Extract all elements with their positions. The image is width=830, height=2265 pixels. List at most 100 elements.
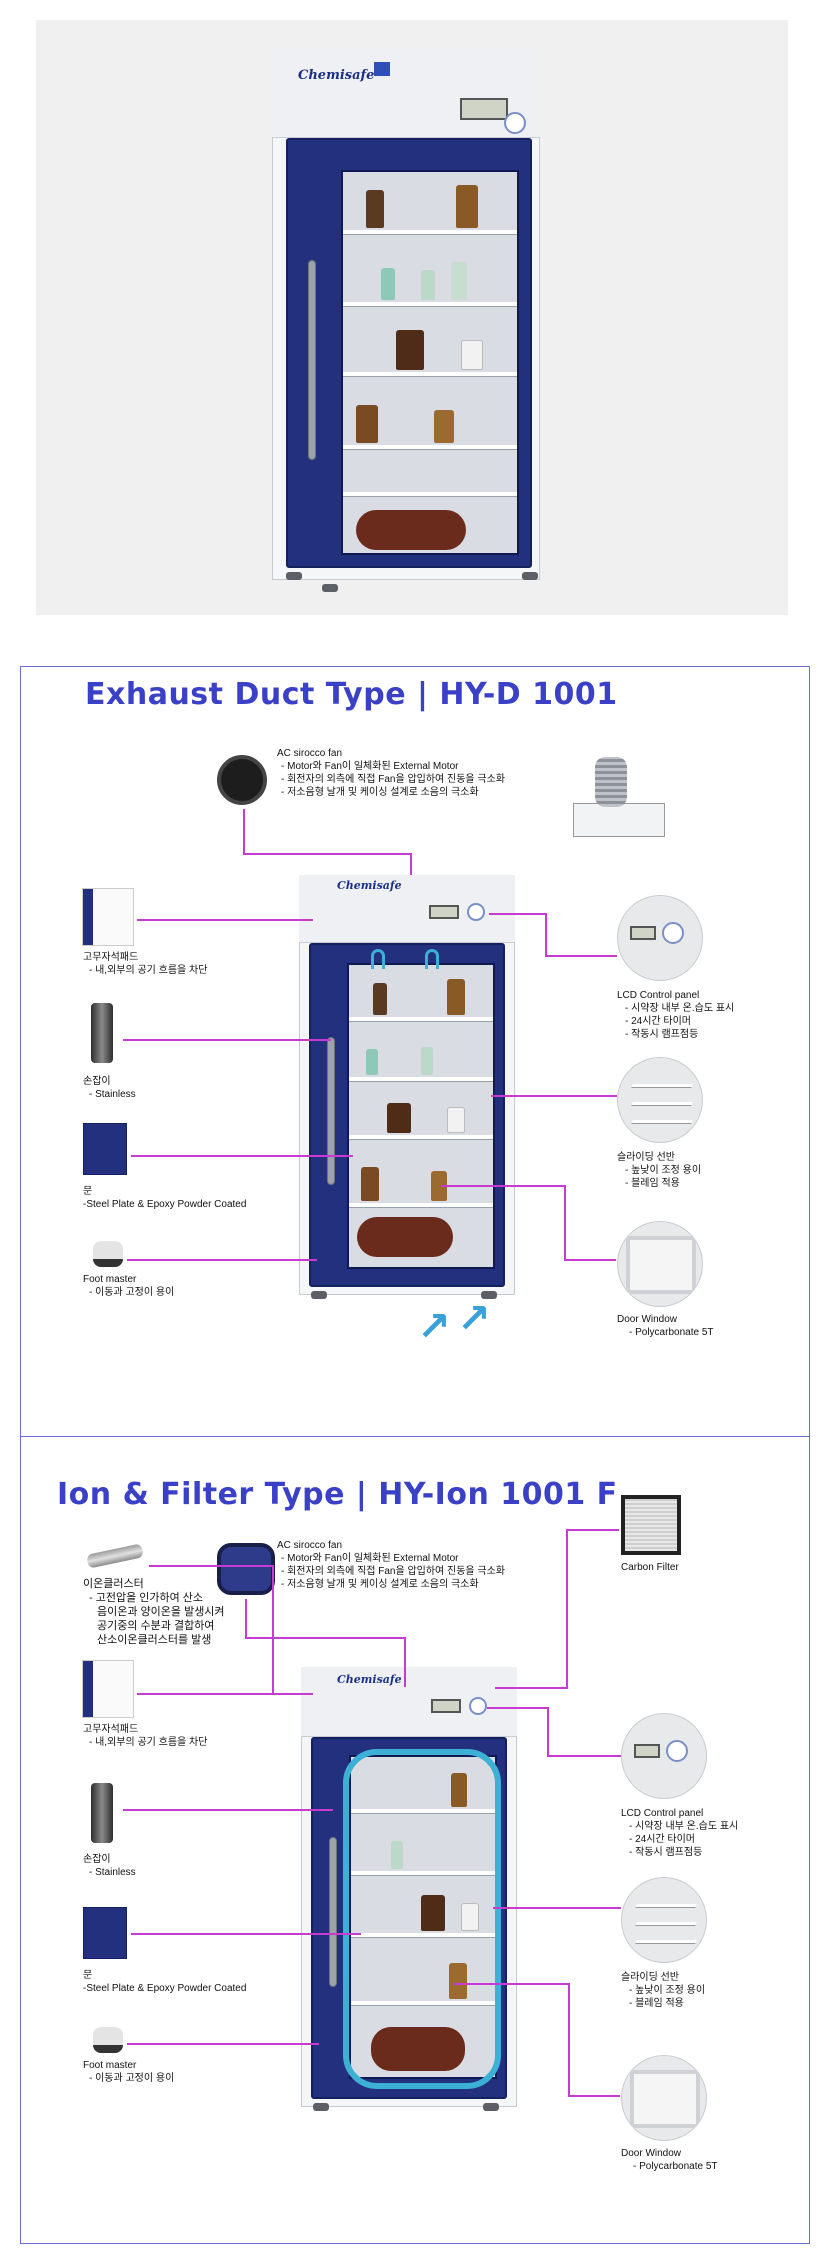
door-name: 문 (83, 1970, 93, 1981)
fan-name: AC sirocco fan (277, 748, 343, 759)
caster (286, 572, 302, 580)
fan-callout: AC sirocco fan - Motor와 Fan이 일체화된 Extern… (277, 747, 505, 799)
gasket-thumbnail (83, 1661, 133, 1717)
door-callout: 문 -Steel Plate & Epoxy Powder Coated (83, 1969, 246, 1995)
bottle (396, 330, 424, 370)
shelf-name: 슬라이딩 선반 (617, 1152, 675, 1163)
window-desc: - Polycarbonate 5T (633, 2161, 718, 2172)
callout-line (545, 955, 617, 957)
ionizer-callout: 이온클러스터 - 고전압을 인가하여 산소 음이온과 양이온을 발생시켜 공기중… (83, 1577, 225, 1647)
shelf-callout: 슬라이딩 선반 - 높낮이 조정 용이 - 블레임 적용 (617, 1151, 701, 1190)
callout-line (567, 1529, 619, 1531)
shelf (351, 1871, 495, 1876)
handle-callout: 손잡이 - Stainless (83, 1075, 136, 1101)
lcd-desc-1: - 시약장 내부 온.습도 표시 (629, 1821, 739, 1832)
shelf (349, 1077, 493, 1082)
callout-line (491, 1095, 617, 1097)
callout-line (410, 853, 412, 875)
callout-line (137, 919, 313, 921)
bottle (431, 1171, 447, 1201)
airflow-arrow-icon: ↗ (457, 1297, 491, 1341)
badge-icon (374, 62, 390, 76)
foot-master-thumbnail (93, 1241, 123, 1267)
foot-master-thumbnail (93, 2027, 123, 2053)
cabinet-top-panel (272, 48, 540, 138)
bottle (391, 1841, 403, 1869)
carbon-filter-label: Carbon Filter (621, 1562, 679, 1573)
window-callout: Door Window - Polycarbonate 5T (617, 1313, 714, 1339)
callout-line (564, 1185, 566, 1261)
shelf (349, 1135, 493, 1140)
caster (322, 584, 338, 592)
bottle (461, 1903, 479, 1931)
door-name: 문 (83, 1186, 93, 1197)
callout-line (404, 1637, 406, 1687)
lcd-display (460, 98, 508, 120)
callout-line (566, 1529, 568, 1689)
window-pane (626, 1236, 696, 1294)
lcd-name: LCD Control panel (621, 1808, 704, 1819)
bottle (356, 405, 378, 443)
handle-desc: - Stainless (89, 1089, 136, 1100)
shelf (635, 1904, 697, 1908)
ionizer-desc-2: 음이온과 양이온을 발생시켜 (97, 1606, 225, 1618)
ionizer-desc-3: 공기중의 수분과 결합하여 (97, 1620, 215, 1632)
sliding-shelf-closeup (617, 1057, 703, 1143)
shelf (343, 492, 517, 497)
bottle (373, 983, 387, 1015)
callout-line (123, 1809, 333, 1811)
caster (481, 1291, 497, 1299)
lcd-desc-2: - 24시간 타이머 (629, 1834, 696, 1845)
handle-thumbnail (91, 1783, 113, 1843)
ionizer-name: 이온클러스터 (83, 1578, 144, 1590)
caster (313, 2103, 329, 2111)
shelf (343, 445, 517, 450)
foot-name: Foot master (83, 1274, 137, 1285)
window-name: Door Window (621, 2148, 682, 2159)
bottle (381, 268, 395, 300)
callout-line (453, 1983, 569, 1985)
lcd-display (630, 926, 656, 940)
bottle (461, 340, 483, 370)
window-name: Door Window (617, 1314, 678, 1325)
hanger-icon (425, 949, 439, 969)
brand-logo: Chemisafe (298, 68, 375, 83)
ionizer-desc-1: - 고전압을 인가하여 산소 (89, 1592, 204, 1604)
door-desc: -Steel Plate & Epoxy Powder Coated (83, 1199, 247, 1210)
callout-line (568, 1983, 570, 2097)
shelf (349, 1017, 493, 1022)
shelf-name: 슬라이딩 선반 (621, 1972, 679, 1983)
bottle (421, 270, 435, 300)
dial-icon (662, 922, 684, 944)
sirocco-fan-icon (217, 1543, 275, 1595)
door-thumbnail (83, 1907, 127, 1959)
gasket-callout: 고무자석패드 - 내,외부의 공기 흐름을 차단 (83, 1723, 207, 1749)
door-desc: -Steel Plate & Epoxy Powder Coated (83, 1983, 247, 1994)
callout-line (243, 809, 245, 853)
callout-line (123, 1039, 331, 1041)
foot-name: Foot master (83, 2060, 137, 2071)
duct-hose-icon (595, 757, 627, 807)
callout-line (489, 913, 545, 915)
bottle (456, 185, 478, 228)
callout-line (547, 1755, 621, 1757)
bottle (421, 1895, 445, 1931)
brand-logo: Chemisafe (337, 879, 402, 892)
shelf (351, 2001, 495, 2006)
bottle (371, 2027, 465, 2071)
callout-line (493, 1907, 621, 1909)
fan-name: AC sirocco fan (277, 1540, 343, 1551)
foot-desc: - 이동과 고정이 용이 (89, 1287, 175, 1298)
callout-line (487, 1707, 547, 1709)
callout-line (127, 2043, 319, 2045)
gasket-thumbnail (83, 889, 133, 945)
bottle (447, 1107, 465, 1133)
lcd-display (431, 1699, 461, 1713)
handle-callout: 손잡이 - Stainless (83, 1853, 136, 1879)
lcd-desc-1: - 시약장 내부 온.습도 표시 (625, 1003, 735, 1014)
bottle (449, 1963, 467, 1999)
caster (483, 2103, 499, 2111)
hero-product-photo: Chemisafe (36, 20, 788, 615)
callout-line (495, 1687, 567, 1689)
lcd-callout: LCD Control panel - 시약장 내부 온.습도 표시 - 24시… (621, 1807, 738, 1859)
